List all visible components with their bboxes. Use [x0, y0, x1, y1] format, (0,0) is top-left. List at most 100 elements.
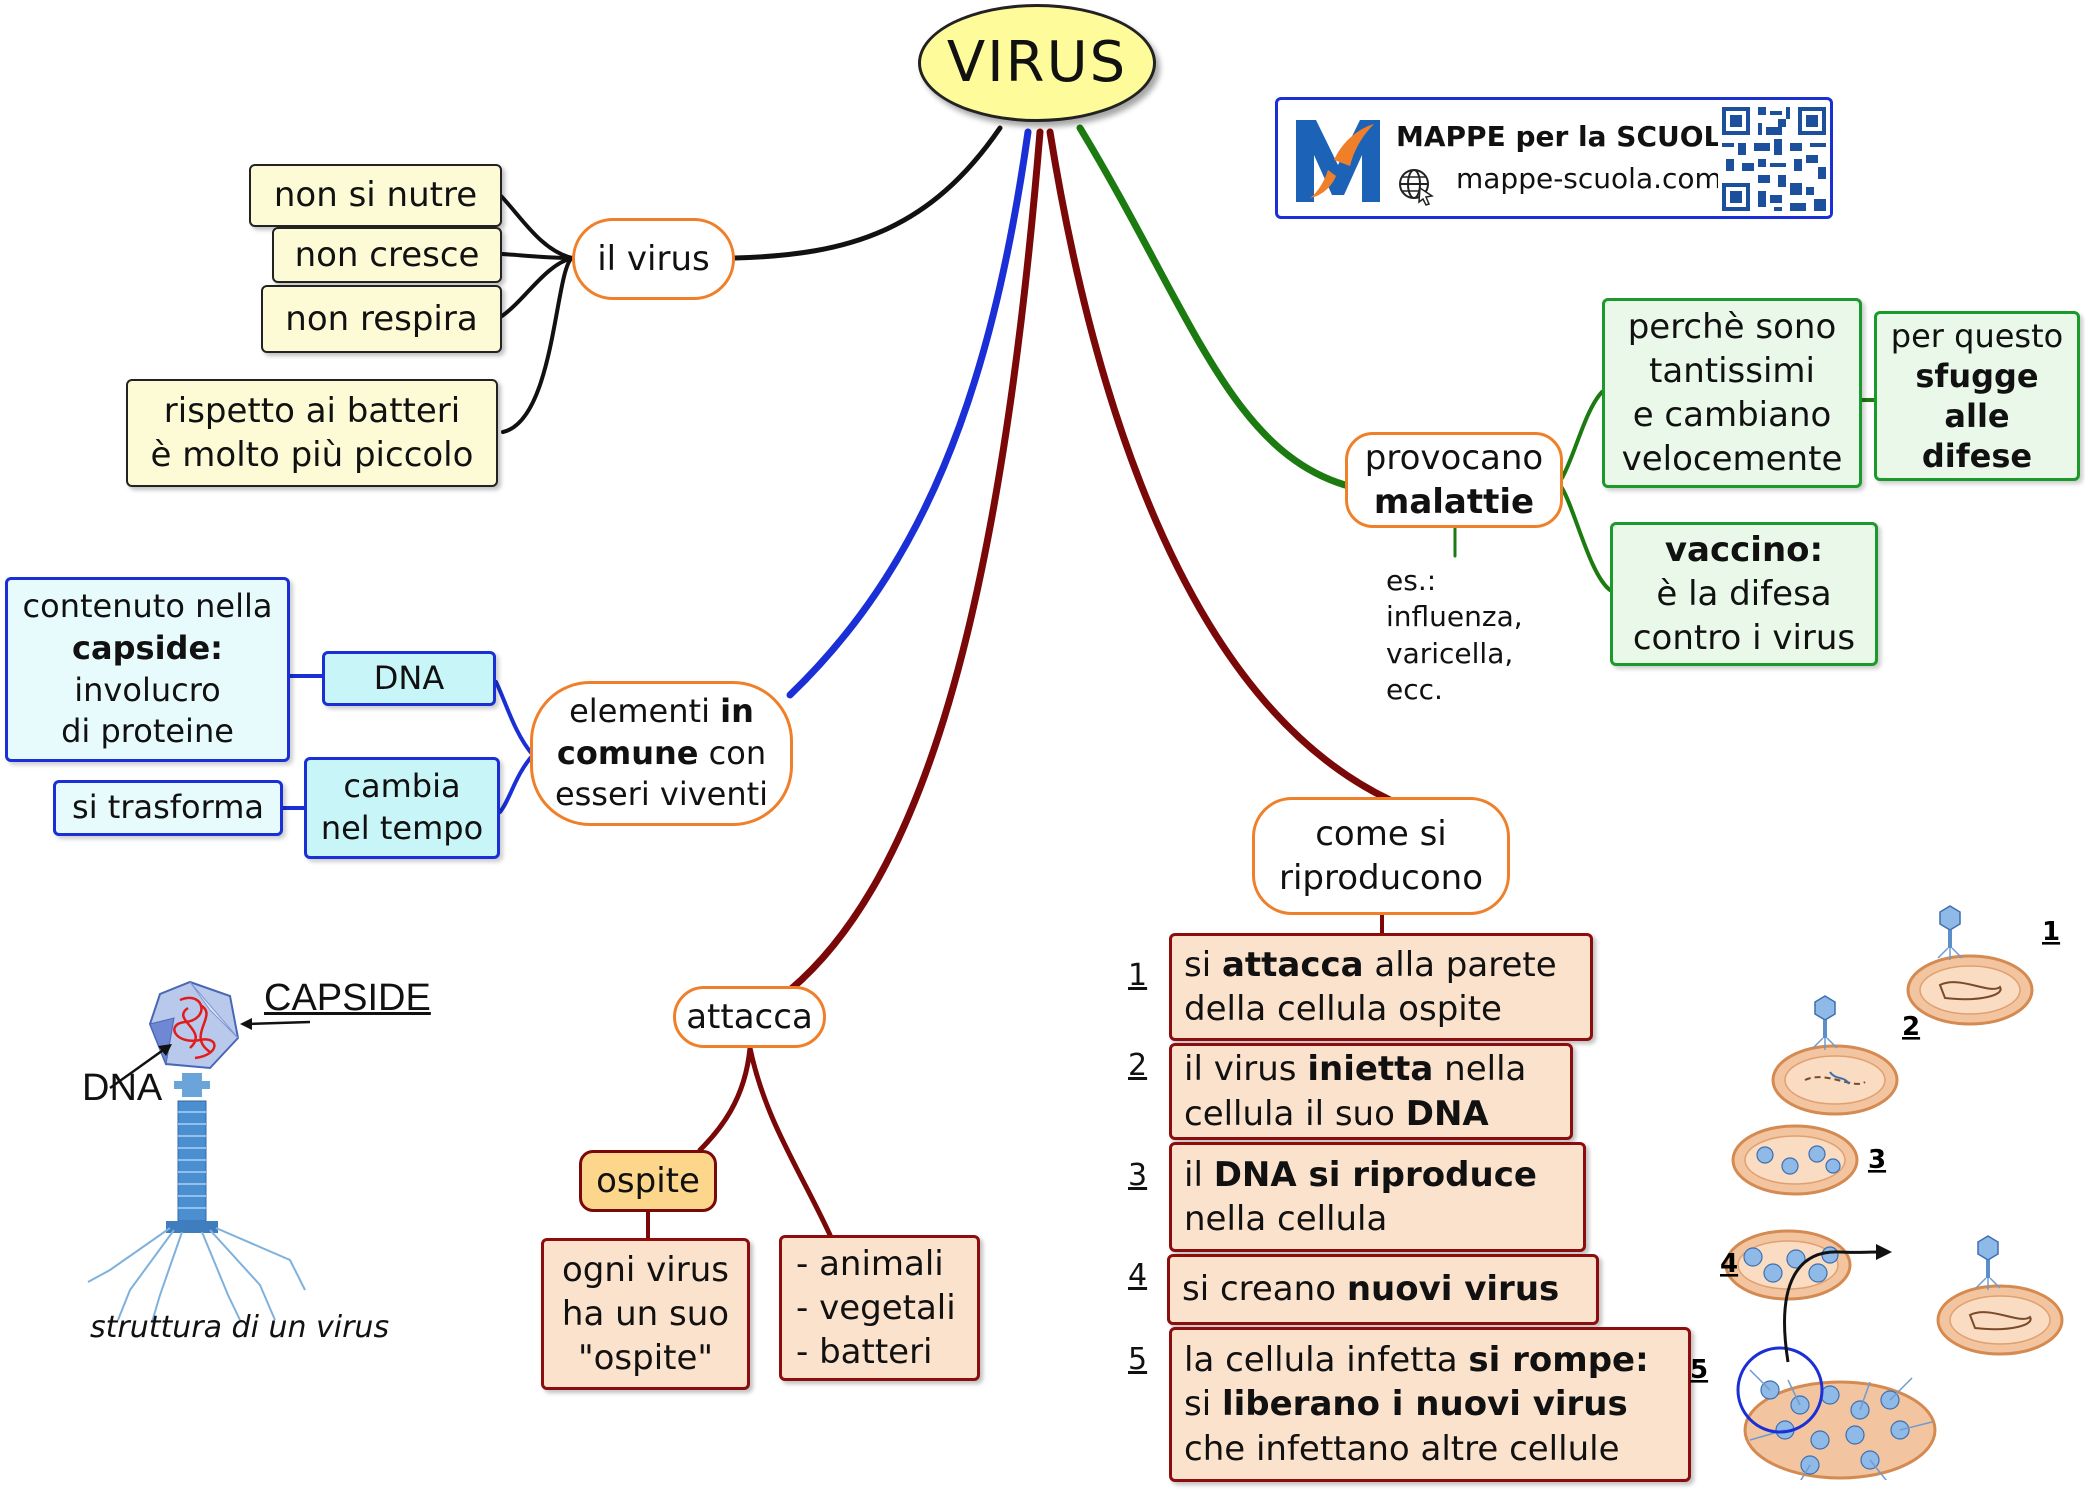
cycle-label-4: 4	[1720, 1249, 1738, 1279]
link-attacca-ospite	[697, 1045, 753, 1153]
riproducono-line1: come si	[1315, 813, 1447, 854]
step-1-line1: si attacca alla parete	[1184, 944, 1557, 985]
vaccino-line3: contro i virus	[1632, 618, 1856, 659]
elementi-node[interactable]: elementi in comune con esseri viventi	[530, 681, 793, 826]
cambia-box[interactable]: cambia nel tempo	[304, 757, 500, 859]
step-1-number: 1	[1128, 958, 1148, 993]
malattie-bold: malattie	[1373, 482, 1535, 522]
malattie-line1: provocano	[1364, 437, 1544, 478]
qr-code-icon	[1718, 103, 1830, 215]
riproducono-node[interactable]: come si riproducono	[1252, 797, 1510, 915]
non-respira-box[interactable]: non respira	[261, 285, 502, 353]
cycle-label-5: 5	[1690, 1355, 1708, 1385]
trasforma-text: si trasforma	[72, 788, 264, 827]
capsid-shape	[148, 980, 240, 1070]
step-3-number: 3	[1128, 1158, 1148, 1193]
vaccino-bold: vaccino:	[1664, 529, 1824, 570]
non-cresce-box[interactable]: non cresce	[272, 227, 502, 283]
dna-label: DNA	[82, 1067, 163, 1109]
trasforma-box[interactable]: si trasforma	[53, 780, 283, 836]
ogni-virus-box[interactable]: ogni virus ha un suo "ospite"	[541, 1238, 750, 1390]
logo-box[interactable]: MAPPE per la SCUOLA mappe-scuola.com	[1275, 97, 1833, 219]
step-2-line1: il virus inietta nella	[1184, 1049, 1527, 1090]
ogni-line1: ogni virus	[562, 1249, 729, 1290]
link-ilvirus-nutre	[498, 193, 574, 260]
ospite-box[interactable]: ospite	[579, 1150, 717, 1212]
logo-site[interactable]: mappe-scuola.com	[1456, 162, 1722, 195]
link-virus-attacca	[786, 128, 1044, 994]
step-4-box[interactable]: si creano nuovi virus	[1167, 1254, 1599, 1325]
step-5-box[interactable]: la cellula infetta si rompe: si liberano…	[1169, 1327, 1691, 1482]
cycle-step-2	[1771, 995, 1899, 1116]
attacca-node[interactable]: attacca	[673, 986, 826, 1048]
capside-bold: capside:	[72, 628, 223, 667]
link-virus-elementi	[786, 128, 1032, 699]
structure-caption: struttura di un virus	[90, 1310, 390, 1345]
ospite-text: ospite	[596, 1160, 700, 1201]
step-1-line2: della cellula ospite	[1184, 989, 1502, 1029]
step-2-box[interactable]: il virus inietta nella cellula il suo DN…	[1169, 1043, 1573, 1140]
cycle-step-1	[1906, 905, 2034, 1026]
cycle-step-5	[1743, 1369, 1937, 1480]
step-2-number: 2	[1128, 1048, 1148, 1083]
link-malattie-vaccino	[1560, 486, 1612, 592]
link-ilvirus-respira	[500, 256, 574, 318]
host-animali: - animali	[796, 1243, 944, 1284]
per-questo-bold2: alle	[1944, 397, 2010, 435]
step-5-line3: che infettano altre cellule	[1184, 1428, 1620, 1469]
cycle-new-infection	[1936, 1235, 2064, 1356]
link-attacca-hosts	[747, 1045, 833, 1238]
malattie-node[interactable]: provocano malattie	[1345, 432, 1563, 528]
non-cresce-text: non cresce	[294, 234, 480, 275]
link-ilvirus-piccolo	[501, 256, 574, 434]
ogni-line3: "ospite"	[577, 1338, 714, 1379]
example-ecc: ecc.	[1386, 673, 1443, 707]
piccolo-box[interactable]: rispetto ai batteri è molto più piccolo	[126, 379, 498, 487]
cycle-label-3: 3	[1868, 1145, 1886, 1175]
step-5-line2: si liberano i nuovi virus	[1184, 1384, 1628, 1425]
capside-line1: contenuto nella	[22, 587, 273, 626]
step-5-number: 5	[1128, 1342, 1148, 1377]
title-text: VIRUS	[946, 29, 1128, 95]
dna-text: DNA	[373, 658, 445, 697]
non-si-nutre-box[interactable]: non si nutre	[249, 164, 502, 227]
burst-highlight-circle	[1736, 1346, 1824, 1434]
il-virus-node[interactable]: il virus	[572, 218, 735, 300]
step-5-line1: la cellula infetta si rompe:	[1184, 1340, 1649, 1381]
non-si-nutre-text: non si nutre	[273, 175, 478, 216]
cycle-label-2: 2	[1902, 1012, 1920, 1042]
perche-line3: e cambiano	[1632, 395, 1832, 435]
capside-box[interactable]: contenuto nella capside: involucro di pr…	[5, 577, 290, 762]
step-3-box[interactable]: il DNA si riproduce nella cellula	[1169, 1142, 1586, 1252]
virus-structure-illustration	[87, 980, 311, 1323]
example-es: es.:	[1386, 564, 1437, 597]
dna-box[interactable]: DNA	[322, 651, 496, 706]
link-virus-ilvirus	[732, 125, 1003, 261]
link-elementi-dna	[494, 680, 535, 757]
link-malattie-perche	[1560, 390, 1604, 480]
per-questo-box[interactable]: per questo sfugge alle difese	[1874, 311, 2080, 481]
link-virus-riproducono	[1046, 128, 1394, 804]
reinfection-arrow	[1783, 1250, 1881, 1363]
title-node[interactable]: VIRUS	[918, 4, 1156, 122]
step-4-number: 4	[1128, 1258, 1148, 1293]
vaccino-box[interactable]: vaccino: è la difesa contro i virus	[1610, 522, 1878, 666]
hosts-box[interactable]: - animali - vegetali - batteri	[779, 1235, 980, 1381]
cambia-line2: nel tempo	[320, 809, 484, 847]
capside-line4: di proteine	[61, 712, 234, 751]
logo-brand: MAPPE per la SCUOLA	[1396, 120, 1744, 153]
step-3-line2: nella cellula	[1184, 1199, 1388, 1239]
piccolo-line1: rispetto ai batteri	[163, 390, 461, 431]
non-respira-text: non respira	[285, 298, 478, 339]
ogni-line2: ha un suo	[561, 1293, 730, 1334]
perche-box[interactable]: perchè sono tantissimi e cambiano veloce…	[1602, 298, 1862, 488]
example-influenza: influenza,	[1386, 600, 1523, 634]
elementi-line3: esseri viventi	[554, 775, 769, 814]
piccolo-line2: è molto più piccolo	[150, 435, 474, 475]
host-vegetali: - vegetali	[796, 1287, 956, 1328]
step-1-box[interactable]: si attacca alla parete della cellula osp…	[1169, 933, 1593, 1041]
mappe-logo-icon	[1296, 120, 1380, 202]
examples-text: es.: influenza, varicella, ecc.	[1386, 563, 1523, 709]
per-questo-bold1: sfugge	[1915, 357, 2039, 395]
